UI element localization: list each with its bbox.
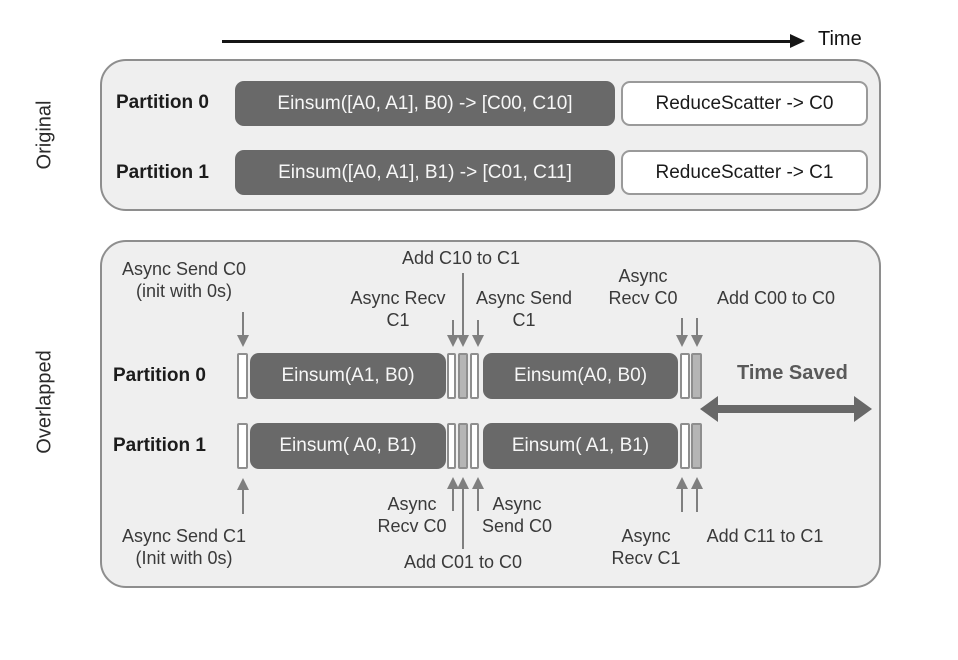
- original-reducescatter-box-1: ReduceScatter -> C1: [621, 150, 868, 195]
- comm-slot-bar: [680, 423, 690, 469]
- down-arrow-icon: [446, 320, 459, 347]
- annotation-bottom-add-c01: Add C01 to C0: [403, 552, 523, 572]
- annotation-bottom-async-recv-c1: Async Recv C1: [611, 526, 681, 568]
- up-arrow-icon: [471, 477, 484, 511]
- annotation-bottom-async-send-c0: Async Send C0: [481, 494, 553, 536]
- annotation-top-add-c10: Add C10 to C1: [401, 248, 521, 268]
- overlapped-section-label: Overlapped: [33, 350, 56, 454]
- up-arrow-icon: [446, 477, 459, 511]
- overlapped-panel: [100, 240, 881, 588]
- overlapped-einsum-box: Einsum(A0, B0): [483, 353, 678, 399]
- original-section-label: Original: [33, 100, 56, 170]
- time-arrow-head-icon: [790, 34, 805, 48]
- original-partition-0-label: Partition 0: [116, 92, 209, 113]
- original-reducescatter-box-0: ReduceScatter -> C0: [621, 81, 868, 126]
- original-einsum-box-0: Einsum([A0, A1], B0) -> [C00, C10]: [235, 81, 615, 126]
- comm-slot-bar: [447, 423, 456, 469]
- comm-slot-bar: [237, 423, 248, 469]
- time-arrow: [222, 40, 790, 43]
- time-saved-arrow-icon: [700, 396, 872, 422]
- time-axis-label: Time: [818, 28, 862, 50]
- overlapped-einsum-box: Einsum(A1, B0): [250, 353, 446, 399]
- comm-slot-bar: [447, 353, 456, 399]
- comm-transfer-bar: [458, 353, 468, 399]
- overlapped-partition-0-label: Partition 0: [113, 365, 206, 386]
- original-partition-1-label: Partition 1: [116, 162, 209, 183]
- annotation-bottom-async-recv-c0: Async Recv C0: [377, 494, 447, 536]
- annotation-bottom-add-c11: Add C11 to C1: [706, 526, 824, 546]
- overlapped-einsum-box: Einsum( A0, B1): [250, 423, 446, 469]
- up-arrow-icon: [675, 477, 688, 512]
- down-arrow-icon: [471, 320, 484, 347]
- annotation-top-async-send-c0: Async Send C0 (init with 0s): [121, 259, 247, 301]
- overlapped-partition-1-label: Partition 1: [113, 435, 206, 456]
- comm-slot-bar: [470, 423, 479, 469]
- down-arrow-icon: [236, 312, 249, 347]
- annotation-bottom-async-send-c1: Async Send C1 (Init with 0s): [121, 526, 247, 568]
- comm-transfer-bar: [691, 353, 702, 399]
- annotation-top-async-recv-c1: Async Recv C1: [350, 288, 446, 330]
- time-saved-label: Time Saved: [737, 362, 848, 384]
- up-arrow-icon: [690, 477, 703, 512]
- annotation-top-add-c00: Add C00 to C0: [716, 288, 836, 308]
- up-arrow-icon: [456, 477, 469, 549]
- comm-slot-bar: [237, 353, 248, 399]
- annotation-top-async-send-c1: Async Send C1: [475, 288, 573, 330]
- comm-slot-bar: [680, 353, 690, 399]
- down-arrow-icon: [675, 318, 688, 347]
- comm-transfer-bar: [458, 423, 468, 469]
- down-arrow-icon: [690, 318, 703, 347]
- annotation-top-async-recv-c0: Async Recv C0: [608, 266, 678, 308]
- overlapped-einsum-box: Einsum( A1, B1): [483, 423, 678, 469]
- comm-slot-bar: [470, 353, 479, 399]
- comm-transfer-bar: [691, 423, 702, 469]
- down-arrow-icon: [456, 273, 469, 347]
- up-arrow-icon: [236, 478, 249, 514]
- original-einsum-box-1: Einsum([A0, A1], B1) -> [C01, C11]: [235, 150, 615, 195]
